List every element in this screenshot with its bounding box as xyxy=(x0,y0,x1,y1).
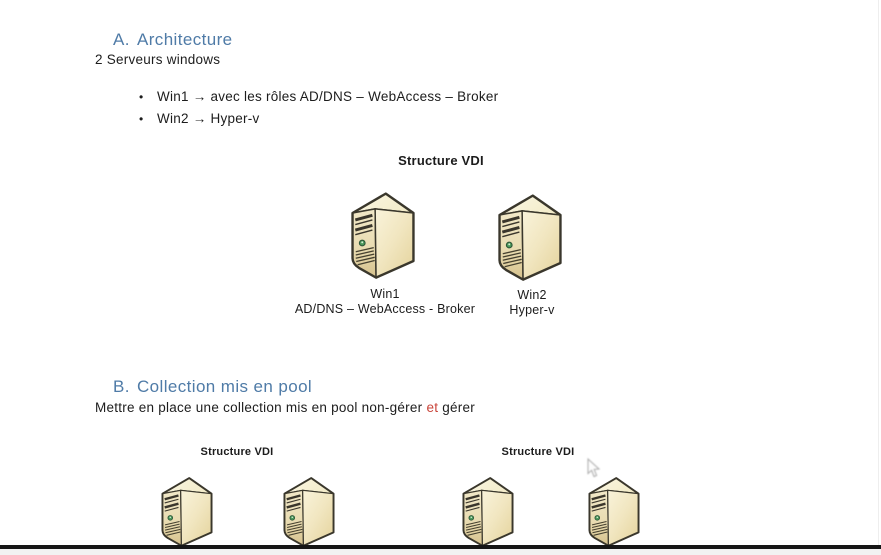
server-roles-label: AD/DNS – WebAccess - Broker xyxy=(294,302,476,316)
section-a-body: 2 Serveurs windows xyxy=(95,52,221,67)
bullet-dot-icon: • xyxy=(139,112,144,126)
server-roles-label: Hyper-v xyxy=(509,303,555,317)
section-a-heading: A. Architecture xyxy=(113,30,233,50)
server-tower-icon xyxy=(585,473,643,553)
server-tower-icon xyxy=(347,187,419,287)
bullet-text-win1: Win1 → avec les rôles AD/DNS – WebAccess… xyxy=(157,89,499,104)
server-tower-icon xyxy=(459,473,517,553)
section-b-heading: B. Collection mis en pool xyxy=(113,377,312,397)
bullet-item: • Win1 → avec les rôles AD/DNS – WebAcce… xyxy=(139,89,498,106)
diagram-b-group2-title: Structure VDI xyxy=(501,446,575,458)
section-b-heading-title: Collection mis en pool xyxy=(137,377,313,396)
right-edge-line xyxy=(878,0,879,549)
bullet-text-win2: Win2 → Hyper-v xyxy=(157,111,260,126)
section-a-heading-title: Architecture xyxy=(137,30,233,49)
server-tower-icon xyxy=(158,473,216,553)
section-b-body-after: gérer xyxy=(438,400,475,415)
section-b-heading-letter: B. xyxy=(113,377,130,396)
bottom-edge-strip xyxy=(0,549,881,555)
server-tower-icon xyxy=(494,189,566,289)
section-a-heading-letter: A. xyxy=(113,30,130,49)
section-b-body-highlight: et xyxy=(426,400,439,415)
bullet-item: • Win2 → Hyper-v xyxy=(139,111,260,128)
mouse-cursor-icon xyxy=(587,458,601,478)
diagram-b-group1-title: Structure VDI xyxy=(200,446,274,458)
server-name-label: Win2 xyxy=(517,288,547,302)
diagram-a-title: Structure VDI xyxy=(398,153,484,168)
section-b-body: Mettre en place une collection mis en po… xyxy=(95,400,475,415)
server-name-label: Win1 xyxy=(370,287,400,301)
section-b-body-before: Mettre en place une collection mis en po… xyxy=(95,400,427,415)
bottom-border-bar xyxy=(0,545,881,549)
bullet-dot-icon: • xyxy=(139,90,144,104)
server-tower-icon xyxy=(280,473,338,553)
